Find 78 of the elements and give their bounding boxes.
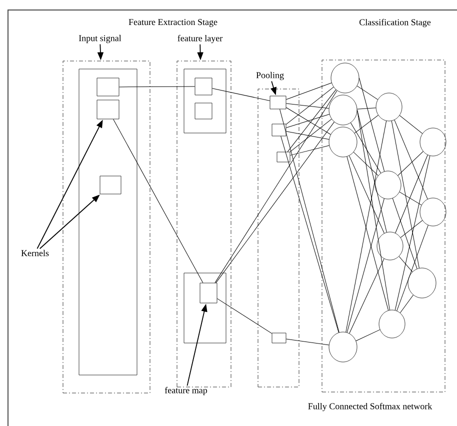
stage-title: Classification Stage bbox=[360, 18, 431, 28]
connection-line bbox=[286, 82, 332, 100]
connection-line bbox=[113, 118, 204, 284]
pooling-square bbox=[270, 96, 286, 110]
connection-line bbox=[356, 110, 390, 310]
neuron-circle bbox=[328, 332, 358, 362]
feature-square bbox=[200, 282, 218, 304]
connection-line bbox=[399, 115, 423, 134]
signal-column bbox=[78, 68, 138, 376]
stage-title: Feature Extraction Stage bbox=[128, 19, 218, 27]
feature-square bbox=[194, 78, 212, 96]
feature-map-box bbox=[184, 272, 226, 344]
connection-line bbox=[392, 198, 418, 269]
annotation-label: Kernels bbox=[21, 250, 49, 256]
connection-line bbox=[286, 107, 331, 135]
connection-line bbox=[356, 329, 380, 342]
connection-line bbox=[346, 120, 387, 332]
neuron-circle bbox=[330, 62, 360, 94]
connection-line bbox=[399, 192, 422, 206]
stage-box bbox=[322, 60, 446, 392]
connection-line bbox=[394, 156, 430, 310]
pooling-square bbox=[272, 332, 286, 344]
connection-line bbox=[216, 298, 272, 334]
connection-line bbox=[391, 120, 420, 268]
stage-box bbox=[258, 88, 300, 388]
connection-line bbox=[290, 145, 330, 156]
connection-line bbox=[356, 110, 387, 232]
connection-line bbox=[118, 86, 196, 88]
pooling-square bbox=[272, 124, 286, 136]
annotation-label: Input signal bbox=[78, 34, 122, 44]
connection-line bbox=[346, 156, 389, 311]
connection-line bbox=[346, 198, 384, 333]
neuron-circle bbox=[420, 128, 446, 156]
neuron-circle bbox=[420, 198, 446, 226]
neuron-circle bbox=[328, 94, 358, 126]
neuron-circle bbox=[374, 170, 402, 200]
connection-line bbox=[353, 152, 378, 176]
pooling-square bbox=[276, 152, 290, 162]
connection-line bbox=[356, 108, 376, 110]
connection-line bbox=[358, 78, 385, 172]
kernel-box bbox=[96, 100, 120, 120]
connection-line bbox=[212, 88, 270, 101]
connection-line bbox=[350, 122, 382, 174]
connection-line bbox=[286, 86, 334, 125]
neuron-circle bbox=[376, 92, 402, 122]
annotation-label: feature layer bbox=[178, 34, 223, 44]
neuron-circle bbox=[376, 232, 404, 260]
connection-line bbox=[348, 155, 384, 234]
annotation-label: feature map bbox=[164, 386, 208, 396]
feature-square bbox=[194, 102, 212, 120]
connection-line bbox=[356, 86, 378, 100]
connection-line bbox=[286, 131, 330, 140]
connection-line bbox=[398, 256, 413, 272]
stage-box bbox=[62, 60, 150, 394]
connection-line bbox=[286, 338, 330, 346]
connection-line bbox=[354, 114, 378, 134]
neuron-circle bbox=[378, 310, 406, 338]
stage-title: Fully Connected Softmax network bbox=[308, 402, 432, 412]
connection-line bbox=[286, 103, 330, 109]
neuron-circle bbox=[328, 126, 358, 158]
connection-line bbox=[394, 120, 428, 200]
connection-line bbox=[349, 258, 384, 334]
connection-line bbox=[287, 89, 336, 152]
stage-box bbox=[176, 60, 232, 388]
connection-line bbox=[214, 90, 338, 284]
annotation-label: Pooling bbox=[256, 72, 284, 80]
connection-line bbox=[395, 154, 428, 234]
connection-line bbox=[400, 220, 423, 238]
connection-line bbox=[398, 151, 424, 176]
connection-line bbox=[216, 122, 334, 284]
kernel-box bbox=[96, 78, 120, 96]
connection-line bbox=[286, 114, 330, 128]
connection-line bbox=[400, 294, 414, 314]
connection-line bbox=[396, 224, 428, 312]
feature-map-box bbox=[184, 68, 226, 134]
neuron-circle bbox=[408, 268, 436, 298]
kernel-box bbox=[100, 176, 122, 194]
connection-line bbox=[290, 118, 332, 152]
